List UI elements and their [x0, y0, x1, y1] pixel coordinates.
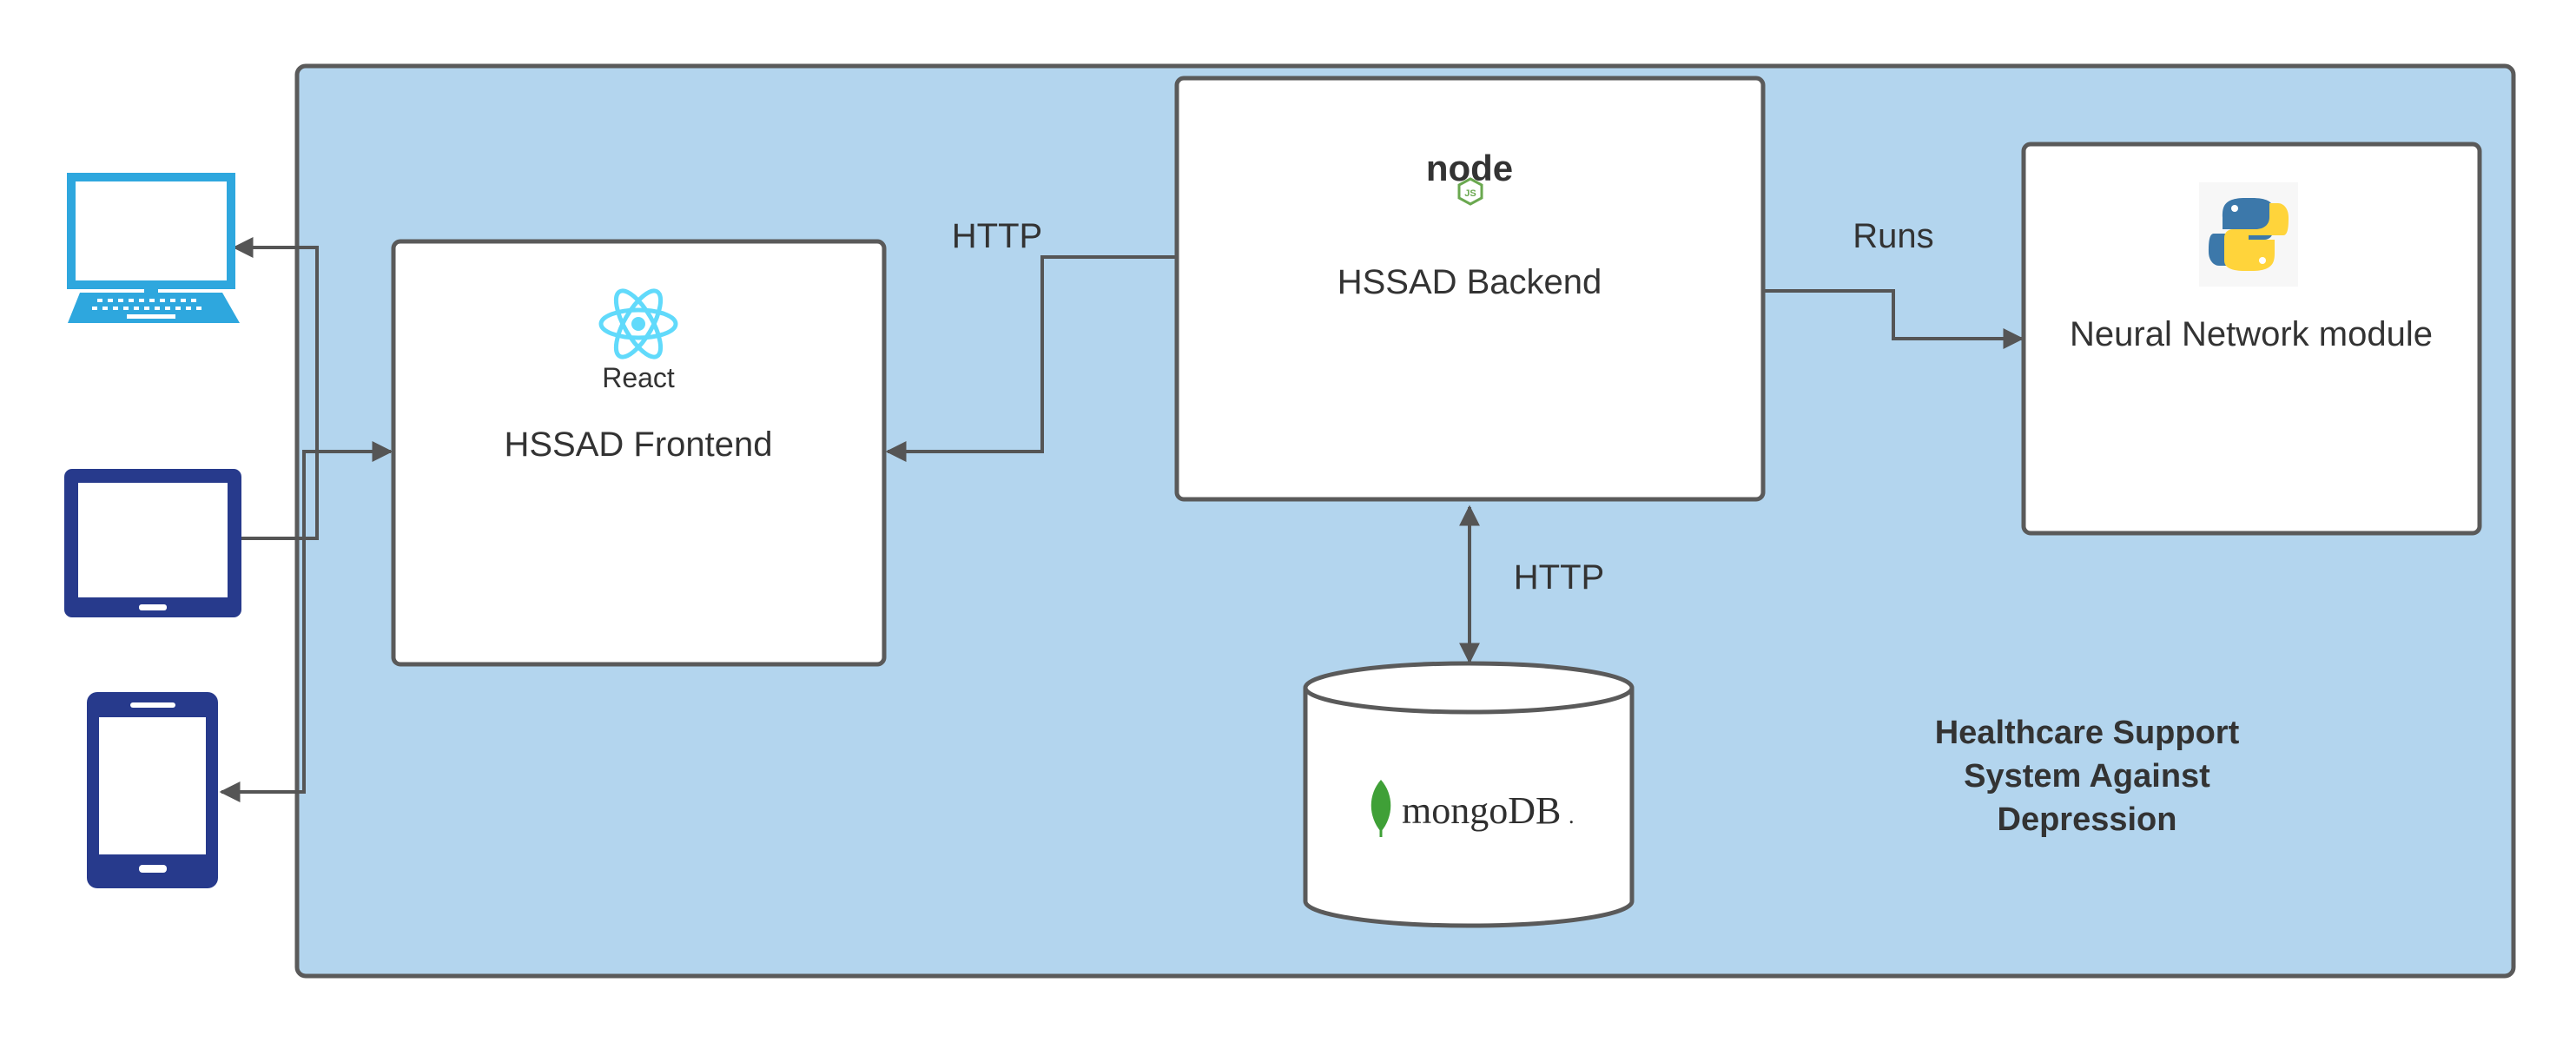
backend-box: [1174, 76, 1766, 502]
edge-label-backend-neural: Runs: [1853, 217, 1933, 255]
edge-label-backend-database: HTTP: [1514, 558, 1604, 597]
database-top: [1303, 661, 1635, 715]
system-title-line-1: Healthcare Support: [1935, 715, 2240, 751]
database-cylinder: [1303, 688, 1635, 928]
nodejs-logo-icon: node JS: [1426, 148, 1513, 206]
database-node[interactable]: mongoDB .: [1303, 661, 1635, 928]
system-title-line-2: System Against: [1964, 758, 2210, 795]
connectors: [219, 237, 2024, 802]
laptop-icon: [67, 173, 240, 323]
backend-node[interactable]: node JS HSSAD Backend: [1174, 76, 1766, 502]
neural-label: Neural Network module: [2070, 315, 2433, 353]
backend-neural-arrow: [1763, 289, 2024, 349]
node-logo-badge: JS: [1464, 188, 1476, 199]
phone-icon: [87, 692, 218, 888]
neural-box: [2021, 142, 2482, 536]
mongodb-logo-suffix: .: [1569, 803, 1575, 828]
frontend-label: HSSAD Frontend: [504, 425, 772, 464]
mongodb-leaf-icon: [1371, 780, 1391, 832]
react-logo-text: React: [602, 362, 675, 393]
node-logo-text: node: [1426, 148, 1513, 188]
backend-label: HSSAD Backend: [1338, 263, 1602, 301]
neural-node[interactable]: Neural Network module: [2021, 142, 2482, 536]
frontend-box: [391, 239, 887, 667]
frontend-node[interactable]: React HSSAD Frontend: [391, 239, 887, 667]
system-title: Healthcare Support System Against Depres…: [1935, 715, 2240, 838]
edge-label-frontend-backend: HTTP: [952, 217, 1042, 255]
frontend-backend-arrow: [885, 247, 1201, 462]
node-logo-hexagon: [1457, 177, 1483, 206]
phone-frontend-arrow: [219, 450, 391, 802]
mongodb-logo-text: mongoDB: [1402, 789, 1561, 832]
python-logo-icon: [2199, 182, 2298, 287]
react-logo-icon: [598, 288, 678, 359]
tablet-icon: [64, 469, 241, 617]
system-title-line-3: Depression: [1998, 801, 2177, 838]
